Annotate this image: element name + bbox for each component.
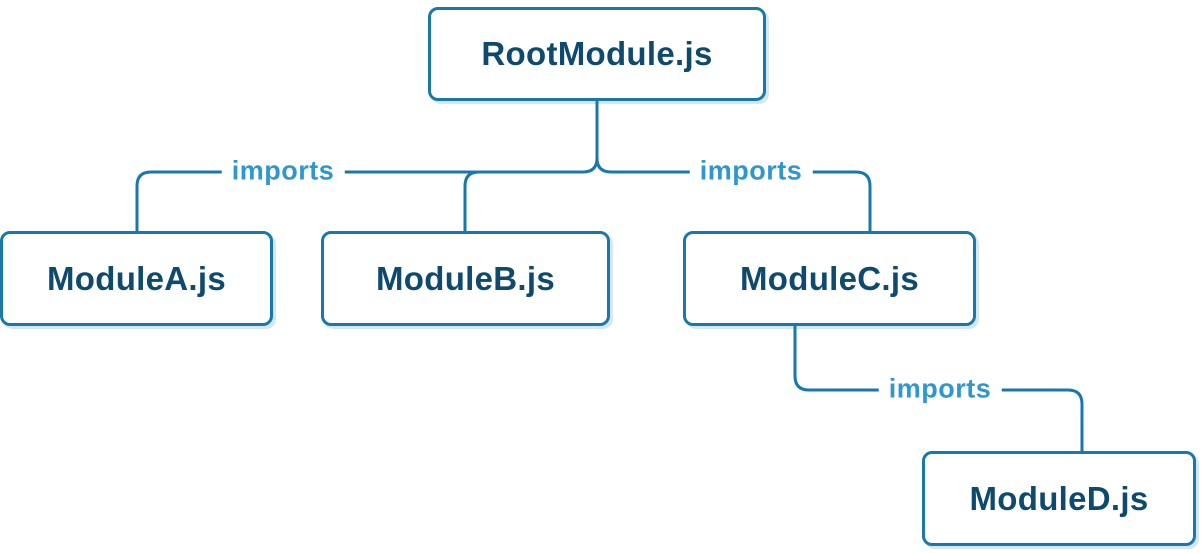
edge-label-imports-bottom: imports bbox=[878, 373, 1002, 405]
node-modulea: ModuleA.js bbox=[0, 231, 273, 326]
node-rootmodule: RootModule.js bbox=[428, 7, 766, 101]
node-moduled-label: ModuleD.js bbox=[969, 479, 1149, 517]
edge-label-imports-right: imports bbox=[689, 155, 813, 187]
node-moduleb: ModuleB.js bbox=[321, 231, 610, 326]
node-modulec: ModuleC.js bbox=[683, 231, 976, 326]
node-moduled: ModuleD.js bbox=[922, 451, 1196, 546]
edge-root-to-moduleb bbox=[463, 170, 481, 233]
node-modulec-label: ModuleC.js bbox=[739, 259, 919, 297]
edge-label-imports-left: imports bbox=[221, 155, 345, 187]
edge-root-to-modulea bbox=[135, 99, 599, 233]
node-modulea-label: ModuleA.js bbox=[46, 259, 226, 297]
node-moduleb-label: ModuleB.js bbox=[375, 259, 555, 297]
node-rootmodule-label: RootModule.js bbox=[481, 35, 713, 72]
